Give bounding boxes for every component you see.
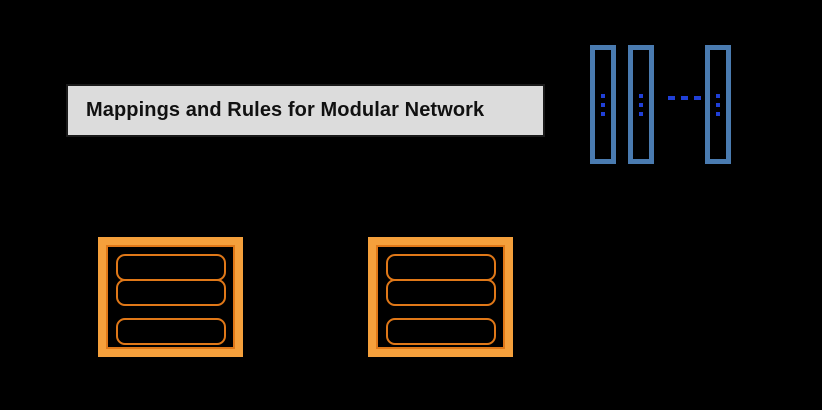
dot [716, 102, 720, 107]
layer-box-2 [628, 45, 654, 164]
module-slot-2 [116, 279, 226, 306]
dot [639, 111, 643, 116]
vertical-ellipsis-icon [639, 93, 643, 116]
module-slot-1 [386, 254, 496, 281]
dot [601, 102, 605, 107]
dot [716, 93, 720, 98]
vertical-ellipsis-icon [601, 93, 605, 116]
dot [668, 96, 675, 100]
dot [601, 93, 605, 98]
horizontal-ellipsis-icon [668, 96, 701, 100]
dot [681, 96, 688, 100]
dot [601, 111, 605, 116]
module-box-1 [98, 237, 243, 357]
page-title: Mappings and Rules for Modular Network [86, 99, 485, 121]
dot [639, 102, 643, 107]
dot [694, 96, 701, 100]
module-box-2 [368, 237, 513, 357]
dot [716, 111, 720, 116]
layer-box-3 [705, 45, 731, 164]
dot [639, 93, 643, 98]
module-slot-3 [116, 318, 226, 345]
layer-box-1 [590, 45, 616, 164]
module-slot-2 [386, 279, 496, 306]
module-slot-1 [116, 254, 226, 281]
module-slot-3 [386, 318, 496, 345]
title-banner: Mappings and Rules for Modular Network [66, 84, 545, 137]
vertical-ellipsis-icon [716, 93, 720, 116]
